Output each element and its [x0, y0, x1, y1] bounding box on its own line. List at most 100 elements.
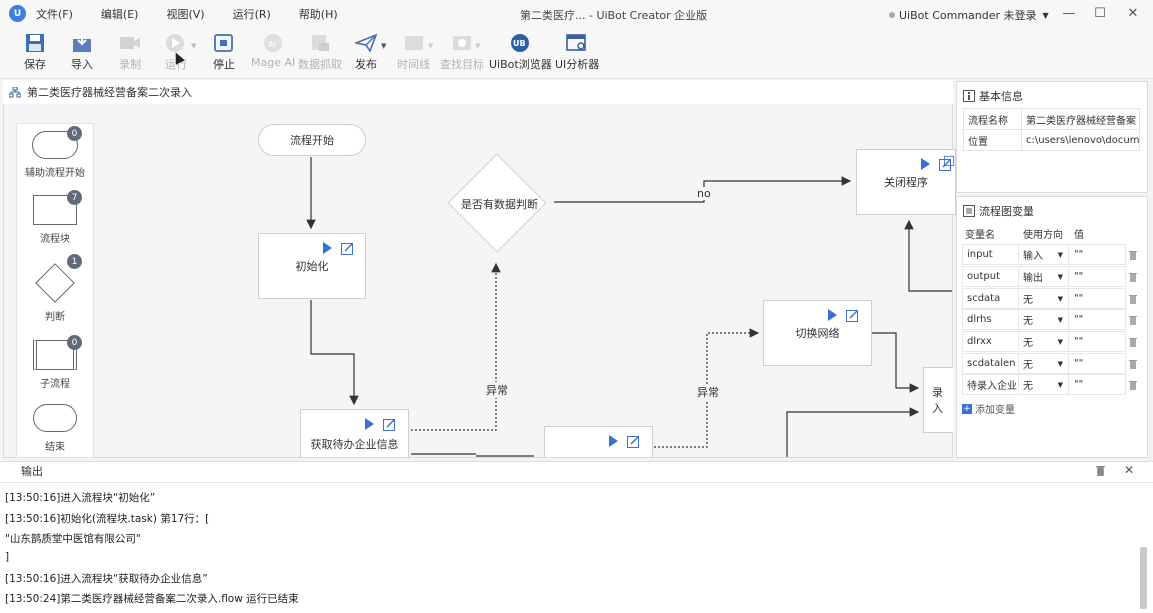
edge-label-exception: 异常	[486, 382, 508, 398]
window-title: 第二类医疗... - UiBot Creator 企业版	[520, 9, 708, 22]
edge-label-no: no	[697, 187, 711, 200]
node-init[interactable]: 初始化	[258, 233, 366, 299]
save-button[interactable]: 保存	[24, 33, 46, 72]
mage-ai-button[interactable]: AI Mage AI	[251, 33, 295, 69]
trash-icon[interactable]	[1128, 336, 1138, 347]
menu-run[interactable]: 运行(R)	[232, 7, 271, 21]
timeline-dropdown-icon[interactable]: ▼	[428, 42, 434, 50]
commander-label: UiBot Commander 未登录	[899, 9, 1037, 22]
palette-decision[interactable]: 判断	[16, 262, 94, 323]
edit-icon[interactable]	[944, 155, 955, 166]
flow-name-field[interactable]: 第二类医疗器械经营备案	[1021, 108, 1140, 130]
uibot-browser-button[interactable]: UB UiBot浏览器	[489, 33, 552, 72]
mage-ai-icon: AI	[264, 34, 283, 52]
svg-text:UB: UB	[513, 39, 526, 48]
maximize-button[interactable]: ☐	[1094, 5, 1106, 21]
data-grab-button[interactable]: 数据抓取	[298, 33, 342, 72]
import-button[interactable]: 导入	[71, 33, 93, 72]
tab-output[interactable]: 输出	[8, 462, 56, 482]
stop-icon	[214, 34, 233, 52]
clear-output-icon[interactable]	[1095, 465, 1106, 477]
run-block-icon[interactable]	[921, 158, 930, 170]
add-variable-button[interactable]: + 添加变量	[962, 403, 1015, 416]
svg-text:AI: AI	[268, 40, 276, 49]
commander-status[interactable]: UiBot Commander 未登录 ▼	[889, 7, 1049, 23]
edit-icon[interactable]	[341, 242, 354, 255]
output-panel	[0, 461, 1153, 613]
trash-icon[interactable]	[1128, 293, 1138, 304]
ui-analyzer-button[interactable]: UI分析器	[555, 33, 599, 72]
node-flow-start[interactable]: 流程开始	[258, 124, 366, 156]
run-button[interactable]: 运行	[165, 33, 187, 72]
menu-file[interactable]: 文件(F)	[36, 7, 73, 21]
rounded-rect-icon	[32, 131, 78, 159]
table-row: 流程名称第二类医疗器械经营备案	[963, 108, 1140, 130]
palette-count-badge: 0	[67, 126, 82, 141]
node-switch-network[interactable]: 切换网络	[763, 300, 872, 366]
record-button[interactable]: 录制	[119, 33, 141, 72]
find-target-dropdown-icon[interactable]: ▼	[475, 42, 481, 50]
trash-icon[interactable]	[1128, 379, 1138, 390]
title-bar	[0, 0, 1153, 27]
output-scrollbar[interactable]	[1140, 547, 1147, 609]
palette-count-badge: 1	[67, 254, 82, 269]
chevron-down-icon: ▼	[1057, 359, 1063, 368]
node-close-program[interactable]: 关闭程序	[856, 149, 956, 215]
stop-button[interactable]: 停止	[213, 33, 235, 72]
palette-block[interactable]: 流程块	[16, 195, 94, 245]
location-field[interactable]: c:\users\lenovo\docum	[1021, 129, 1140, 151]
edit-icon[interactable]	[627, 435, 640, 448]
import-icon	[73, 34, 91, 52]
publish-dropdown-icon[interactable]: ▼	[381, 42, 387, 50]
output-divider	[0, 482, 1153, 483]
menu-view[interactable]: 视图(V)	[166, 7, 205, 21]
palette-count-badge: 7	[67, 190, 82, 205]
run-block-icon[interactable]	[609, 435, 618, 447]
run-block-icon[interactable]	[365, 418, 374, 430]
col-header-value: 值	[1074, 230, 1084, 241]
flow-canvas[interactable]	[4, 104, 952, 457]
edit-icon[interactable]	[846, 309, 859, 322]
run-block-icon[interactable]	[323, 242, 332, 254]
record-icon	[120, 37, 140, 49]
flow-tab-header: 第二类医疗器械经营备案二次录入	[3, 80, 953, 104]
trash-icon[interactable]	[1128, 314, 1138, 325]
ui-analyzer-icon	[566, 34, 586, 51]
find-target-icon	[453, 36, 471, 50]
palette-end[interactable]: 结束	[16, 404, 94, 453]
close-output-icon[interactable]: ✕	[1124, 463, 1135, 477]
palette-subflow[interactable]: 子流程	[16, 340, 94, 390]
trash-icon[interactable]	[1128, 249, 1138, 260]
node-fetch-enterprise[interactable]: 获取待办企业信息	[300, 409, 409, 457]
run-block-icon[interactable]	[828, 309, 837, 321]
node-unnamed-block[interactable]	[544, 426, 653, 457]
log-line: [13:50:16]进入流程块“初始化”	[5, 492, 156, 504]
trash-icon[interactable]	[1128, 358, 1138, 369]
data-grab-icon	[312, 35, 329, 51]
log-line: ]	[5, 551, 10, 563]
menu-edit[interactable]: 编辑(E)	[100, 7, 139, 21]
menu-help[interactable]: 帮助(H)	[298, 7, 338, 21]
uibot-logo-icon: U	[9, 5, 26, 22]
close-window-button[interactable]: ✕	[1127, 5, 1139, 21]
log-line: "山东鹊质堂中医馆有限公司"	[5, 533, 141, 545]
timeline-button[interactable]: 时间线	[397, 33, 430, 72]
minimize-button[interactable]: —	[1062, 5, 1076, 21]
find-target-button[interactable]: 查找目标	[440, 33, 484, 72]
edit-icon[interactable]	[383, 418, 396, 431]
palette-start[interactable]: 辅助流程开始	[16, 131, 94, 179]
variable-row[interactable]: 待录入企业无▼""	[962, 374, 1126, 395]
run-dropdown-icon[interactable]: ▼	[191, 42, 197, 50]
node-entry[interactable]: 录入	[923, 367, 953, 433]
publish-button[interactable]: 发布	[355, 33, 377, 72]
trash-icon[interactable]	[1128, 271, 1138, 282]
log-line: [13:50:16]进入流程块“获取待办企业信息”	[5, 573, 208, 585]
